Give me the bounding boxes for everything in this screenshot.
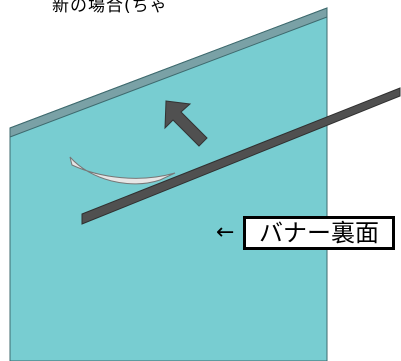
mounting-rod — [81, 87, 401, 225]
label-pointer-arrow: ← — [216, 220, 235, 245]
arrow-up-left-icon — [164, 100, 208, 147]
banner-back-label: バナー裏面 — [243, 216, 395, 250]
banner-curl — [69, 156, 176, 185]
top-caption: 新の場合(ちゃ — [52, 0, 168, 16]
banner-top-edge — [9, 7, 328, 138]
